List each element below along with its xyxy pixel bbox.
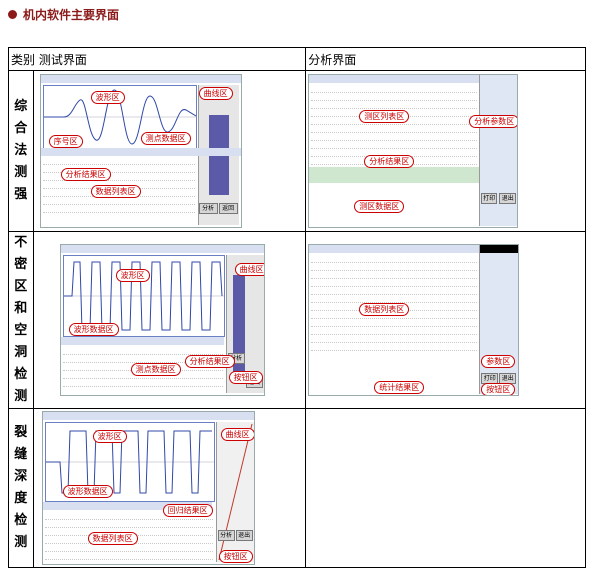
- parameter-panel: [479, 245, 519, 394]
- curve-panel: [225, 255, 264, 393]
- label-stat-result-area: 统计结果区: [374, 381, 425, 394]
- test-screen-cell: 分析 退出 波形区 曲线区 波形数据区 回归结果区 数据列表区 按钮区: [32, 408, 307, 568]
- analysis-screen-cell: 打印 退出 测区列表区 分析参数区 分析结果区 测区数据区: [305, 70, 586, 232]
- label-button-area: 按钮区: [228, 371, 263, 384]
- label-waveform-area: 波形区: [115, 269, 150, 282]
- category-cell: 不密 区和 空洞 检测: [8, 231, 34, 409]
- screen-status-bar: [40, 75, 241, 83]
- label-data-list-area: 数据列表区: [87, 532, 138, 545]
- back-button[interactable]: 返回: [218, 203, 238, 214]
- test-screenshot-void: 分析 退出 波形区 曲线区 波形数据区 测点数据区 分析结果区 按钮区: [59, 244, 265, 396]
- category-cell: 裂缝 深度 检测: [8, 408, 34, 568]
- table-row: 不密 区和 空洞 检测: [8, 231, 586, 409]
- table-row: 裂缝 深度 检测: [8, 408, 586, 568]
- point-data-bar: [40, 148, 241, 156]
- exit-button[interactable]: 退出: [499, 193, 517, 204]
- label-analysis-result-area: 分析结果区: [364, 155, 415, 168]
- label-result-area: 分析结果区: [60, 168, 111, 181]
- screen-status-bar: [42, 412, 254, 420]
- bullet-icon: [8, 9, 17, 19]
- analysis-screen-cell-empty: [305, 408, 586, 568]
- label-waveform-data-area: 波形数据区: [68, 323, 119, 336]
- label-zone-data-area: 测区数据区: [354, 200, 405, 213]
- header-analysis: 分析界面: [305, 47, 586, 71]
- analysis-screen-cell: 打印 退出 数据列表区 参数区 统计结果区 按钮区: [305, 231, 586, 409]
- curve-chart: [218, 423, 253, 561]
- label-waveform-area: 波形区: [90, 91, 125, 104]
- analysis-status-bar: [309, 75, 480, 83]
- label-data-list-area: 数据列表区: [90, 185, 141, 198]
- label-param-area: 参数区: [481, 355, 516, 368]
- waveform-chart: [45, 430, 214, 494]
- label-point-data-area: 测点数据区: [130, 363, 181, 376]
- waveform-chart: [63, 261, 224, 331]
- header-category: 类别: [11, 52, 36, 67]
- test-screenshot-crack: 分析 退出 波形区 曲线区 波形数据区 回归结果区 数据列表区 按钮区: [41, 411, 255, 565]
- point-data-bar: [60, 337, 224, 345]
- category-cell: 综合 法测 强: [8, 70, 34, 232]
- result-bar: [309, 167, 480, 183]
- label-button-area: 按钮区: [481, 383, 516, 395]
- label-waveform-area: 波形区: [92, 430, 127, 443]
- exit-button[interactable]: 退出: [235, 530, 253, 541]
- label-curve-area: 曲线区: [234, 263, 264, 276]
- label-data-list-area: 数据列表区: [359, 303, 410, 316]
- analysis-status-bar: [309, 245, 481, 253]
- test-screen-cell: 分析 退出 波形区 曲线区 波形数据区 测点数据区 分析结果区 按钮区: [32, 231, 307, 409]
- print-button[interactable]: 打印: [481, 193, 498, 204]
- curve-fill: [232, 275, 245, 375]
- label-waveform-data-area: 波形数据区: [62, 485, 113, 498]
- zone-list-panel: [311, 85, 478, 165]
- analysis-screenshot-void: 打印 退出 数据列表区 参数区 统计结果区 按钮区: [308, 244, 520, 396]
- waveform-chart: [43, 89, 196, 145]
- point-data-bar: [42, 502, 212, 510]
- section-heading: 机内软件主要界面: [8, 6, 119, 22]
- header-test: 测试界面: [38, 52, 87, 67]
- label-param-area: 分析参数区: [469, 115, 518, 128]
- analyze-button[interactable]: 分析: [217, 530, 235, 541]
- section-title: 机内软件主要界面: [23, 7, 120, 22]
- label-curve-area: 曲线区: [220, 428, 254, 441]
- table-row: 综合 法测 强: [8, 70, 586, 232]
- label-zone-list-area: 测区列表区: [359, 110, 410, 123]
- analysis-screenshot-composite: 打印 退出 测区列表区 分析参数区 分析结果区 测区数据区: [308, 74, 519, 228]
- label-regression-result-area: 回归结果区: [162, 504, 213, 517]
- analyze-button[interactable]: 分析: [198, 203, 218, 214]
- label-button-area: 按钮区: [218, 550, 253, 563]
- screen-status-bar: [60, 245, 264, 253]
- label-point-data-area: 测点数据区: [140, 132, 191, 145]
- interface-table: 类别 测试界面 分析界面 综合 法测 强: [7, 47, 586, 568]
- label-result-area: 分析结果区: [184, 355, 235, 368]
- test-screenshot-composite: 分析 返回 波形区 曲线区 序号区 测点数据区 分析结果区 数据列表区: [39, 74, 242, 228]
- label-index-area: 序号区: [48, 135, 83, 148]
- curve-panel: [215, 422, 254, 562]
- table-header-row: 类别 测试界面 分析界面: [7, 47, 586, 71]
- test-screen-cell: 分析 返回 波形区 曲线区 序号区 测点数据区 分析结果区 数据列表区: [32, 70, 307, 232]
- label-curve-area: 曲线区: [198, 87, 233, 100]
